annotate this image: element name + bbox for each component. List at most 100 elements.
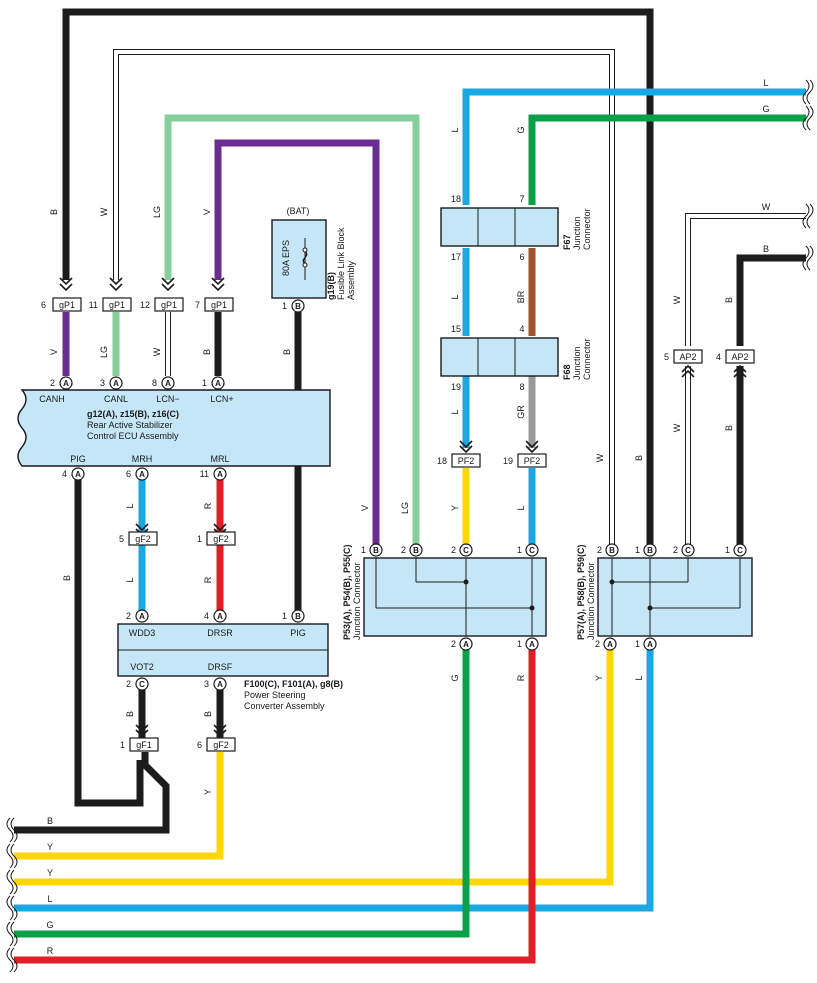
right-edge-labels: L G W B <box>762 78 771 254</box>
wire-label: B <box>49 209 59 215</box>
svg-text:B: B <box>763 244 769 254</box>
svg-text:1: 1 <box>725 545 730 555</box>
svg-text:1: 1 <box>635 545 640 555</box>
psca-name: F100(C), F101(A), g8(B) <box>244 679 343 689</box>
wire-labels-top: B W LG V V LG W B <box>49 206 212 358</box>
ecu-pin-pig: PIG <box>70 454 86 464</box>
svg-text:B: B <box>295 612 301 621</box>
svg-text:2: 2 <box>451 545 456 555</box>
svg-text:L: L <box>450 127 460 132</box>
svg-text:gF2: gF2 <box>213 740 229 750</box>
f67-junction-connector: 18 7 17 6 F67 Junction Connector <box>440 194 592 262</box>
gp1-tag: gP1 <box>59 300 75 310</box>
psca-desc2: Converter Assembly <box>244 701 325 711</box>
gf2-drsf-connector: B gF2 6 Y <box>197 711 236 795</box>
jc1-desc: Junction Connector <box>352 562 362 640</box>
svg-text:15: 15 <box>451 324 461 334</box>
svg-text:6: 6 <box>126 469 131 479</box>
svg-text:2: 2 <box>126 679 131 689</box>
gp1-pin-num: 11 <box>89 300 98 310</box>
fusible-link-block: (BAT) 80A EPS g19(B) Fusible Link Block … <box>271 206 356 355</box>
wire-label: V <box>202 209 212 215</box>
arrowheads <box>59 277 747 738</box>
jc1-name: P53(A), P54(B), P55(C) <box>342 544 352 640</box>
ap2-connector-4: AP2 4 B B <box>716 297 755 431</box>
svg-text:R: R <box>516 674 526 681</box>
svg-text:PF2: PF2 <box>524 456 541 466</box>
fuse-icon <box>302 238 308 280</box>
wire-lg-top <box>164 114 420 548</box>
ecu-desc2: Control ECU Assembly <box>87 431 179 441</box>
wire-g-right-f67 <box>528 114 806 205</box>
svg-text:W: W <box>672 295 682 304</box>
svg-text:A: A <box>529 640 535 649</box>
psca-pin-pig: PIG <box>290 628 306 638</box>
wire-l-jc2 <box>14 648 654 912</box>
psca-desc1: Power Steering <box>244 690 306 700</box>
svg-text:1: 1 <box>202 378 207 388</box>
gp1-connector-7: gP1 7 <box>195 297 234 312</box>
svg-text:L: L <box>763 78 768 88</box>
svg-text:A: A <box>63 379 69 388</box>
svg-text:LG: LG <box>400 502 410 514</box>
junction-connector-1: P53(A), P54(B), P55(C) Junction Connecto… <box>342 544 547 640</box>
svg-text:1: 1 <box>635 639 640 649</box>
svg-text:L: L <box>450 294 460 299</box>
svg-text:1: 1 <box>282 611 287 621</box>
fuse-desc1: Fusible Link Block <box>336 227 346 300</box>
wire-label: W <box>99 207 109 216</box>
power-steering-converter: WDD3 DRSR PIG VOT2 DRSF F100(C), F101(A)… <box>117 623 343 711</box>
psca-pin-wdd3: WDD3 <box>129 628 156 638</box>
svg-text:L: L <box>125 577 135 582</box>
svg-text:2: 2 <box>451 639 456 649</box>
svg-text:R: R <box>47 946 54 956</box>
wire-b-right-ap2 <box>736 254 806 346</box>
psca-pins: A 2 A 4 B 1 C 2 A 3 <box>126 609 305 691</box>
svg-text:17: 17 <box>451 252 461 262</box>
svg-text:gF2: gF2 <box>213 534 229 544</box>
svg-text:1: 1 <box>197 534 202 544</box>
svg-text:A: A <box>217 680 223 689</box>
pf2-connector-19: PF2 19 L <box>503 453 547 511</box>
svg-text:gF2: gF2 <box>135 534 151 544</box>
svg-text:11: 11 <box>200 469 209 479</box>
wire-y-jc2 <box>14 648 614 886</box>
gp1-pin-num: 7 <box>195 300 200 310</box>
f68-junction-connector: 15 4 19 8 F68 Junction Connector <box>440 324 592 392</box>
svg-text:A: A <box>217 470 223 479</box>
svg-text:Junction: Junction <box>572 346 582 380</box>
gp1-tag: gP1 <box>161 300 177 310</box>
wire-l-right-f67 <box>462 88 806 205</box>
fuse-bat-label: (BAT) <box>287 206 310 216</box>
svg-text:C: C <box>463 546 469 555</box>
svg-text:GR: GR <box>516 405 526 419</box>
svg-text:gF1: gF1 <box>136 740 152 750</box>
svg-text:3: 3 <box>204 679 209 689</box>
svg-text:W: W <box>762 202 771 212</box>
svg-text:G: G <box>450 674 460 681</box>
fuse-desc2: Assembly <box>346 260 356 300</box>
f67-f68-wire-labels: L G L BR L GR <box>450 126 526 418</box>
svg-text:BR: BR <box>516 290 526 303</box>
wire-label: B <box>282 349 292 355</box>
wire-label: W <box>152 347 162 356</box>
svg-text:8: 8 <box>519 382 524 392</box>
svg-text:G: G <box>516 126 526 133</box>
gf2-mrh-connector: L gF2 5 L <box>119 503 158 583</box>
right-edge-breaks <box>802 79 814 271</box>
svg-text:G: G <box>46 920 53 930</box>
wire-y-gf2-out <box>14 752 224 860</box>
svg-text:3: 3 <box>100 378 105 388</box>
svg-text:C: C <box>685 546 691 555</box>
svg-text:5: 5 <box>664 352 669 362</box>
wire-b-gf1-out <box>14 752 170 834</box>
psca-pin-vot2: VOT2 <box>130 662 154 672</box>
gf1-connector: B gF1 1 <box>120 711 159 752</box>
ecu-pin-canl: CANL <box>104 394 128 404</box>
svg-text:1: 1 <box>282 301 287 311</box>
gp1-pin-num: 12 <box>140 300 150 310</box>
svg-text:A: A <box>647 640 653 649</box>
svg-text:1: 1 <box>517 639 522 649</box>
svg-text:A: A <box>113 379 119 388</box>
